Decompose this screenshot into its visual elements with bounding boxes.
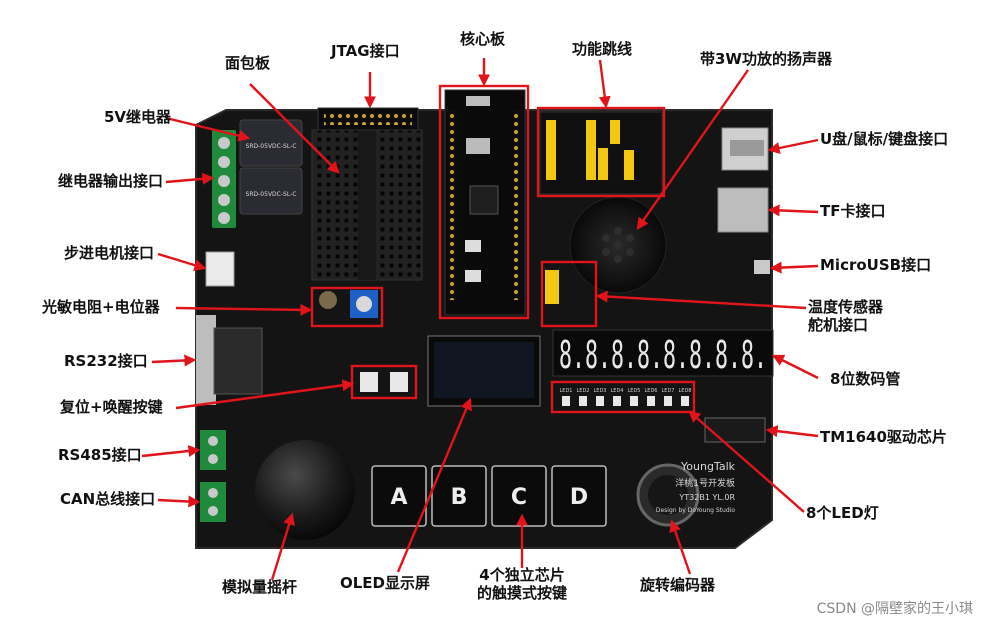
led-label: LED8 bbox=[679, 388, 692, 394]
svg-text:Design by DoYoung Studio: Design by DoYoung Studio bbox=[656, 507, 735, 514]
touch-key-c[interactable]: C bbox=[491, 465, 547, 527]
label-oled: OLED显示屏 bbox=[340, 574, 431, 592]
label-encoder: 旋转编码器 bbox=[640, 576, 716, 594]
label-can: CAN总线接口 bbox=[60, 490, 156, 508]
led-label: LED3 bbox=[594, 388, 607, 394]
svg-text:8.8.8.8.8.8.8.8.: 8.8.8.8.8.8.8.8. bbox=[559, 333, 767, 377]
label-relay-5v: 5V继电器 bbox=[104, 108, 172, 126]
touch-keys: A B C D bbox=[371, 465, 607, 527]
rs232-connector bbox=[196, 315, 216, 405]
touch-key-d[interactable]: D bbox=[551, 465, 607, 527]
label-stepper: 步进电机接口 bbox=[64, 244, 155, 262]
svg-text:洋桃1号开发板: 洋桃1号开发板 bbox=[675, 477, 735, 489]
svg-text:SRD-05VDC-SL-C: SRD-05VDC-SL-C bbox=[246, 143, 297, 150]
led bbox=[579, 396, 587, 406]
seven-seg-display bbox=[552, 329, 774, 377]
tf-slot bbox=[717, 187, 769, 233]
touch-key-label: A bbox=[390, 485, 407, 510]
photoresistor bbox=[319, 291, 337, 309]
touch-key-b[interactable]: B bbox=[431, 465, 487, 527]
servo-header bbox=[545, 270, 559, 304]
label-rs485: RS485接口 bbox=[58, 446, 142, 464]
label-led8: 8个LED灯 bbox=[806, 504, 879, 522]
label-relay-out: 继电器输出接口 bbox=[58, 172, 164, 190]
jumper-block bbox=[539, 111, 663, 195]
tm1640-chip bbox=[704, 417, 766, 443]
touch-key-a[interactable]: A bbox=[371, 465, 427, 527]
stepper-connector bbox=[205, 251, 235, 287]
label-touch-keys-line2: 的触摸式按键 bbox=[476, 584, 567, 602]
touch-key-label: D bbox=[570, 485, 588, 510]
led-label: LED7 bbox=[662, 388, 675, 394]
led-label: LED5 bbox=[628, 388, 641, 394]
label-touch-keys-line1: 4个独立芯片 bbox=[479, 566, 565, 584]
watermark: CSDN @隔壁家的王小琪 bbox=[816, 601, 973, 617]
label-photo-pot: 光敏电阻+电位器 bbox=[42, 298, 160, 316]
microusb-port bbox=[754, 260, 770, 274]
svg-text:YoungTalk: YoungTalk bbox=[680, 460, 736, 473]
label-joystick: 模拟量摇杆 bbox=[222, 578, 298, 596]
led-row: LED1 LED2 LED3 LED4 LED5 LED6 LED7 LED8 bbox=[560, 388, 692, 406]
label-temp-line1: 温度传感器 bbox=[808, 298, 884, 316]
led bbox=[562, 396, 570, 406]
svg-text:SRD-05VDC-SL-C: SRD-05VDC-SL-C bbox=[246, 191, 297, 198]
label-temp-line2: 舵机接口 bbox=[808, 316, 869, 334]
label-touch-keys: 4个独立芯片 的触摸式按键 bbox=[470, 566, 574, 602]
joystick bbox=[255, 440, 355, 540]
label-core-board: 核心板 bbox=[460, 30, 506, 48]
label-reset-wake: 复位+唤醒按键 bbox=[60, 398, 163, 416]
label-jumpers: 功能跳线 bbox=[572, 40, 633, 58]
touch-key-label: B bbox=[451, 485, 468, 510]
label-breadboard: 面包板 bbox=[225, 54, 271, 72]
label-tf: TF卡接口 bbox=[820, 202, 886, 220]
led-label: LED2 bbox=[577, 388, 590, 394]
led-label: LED4 bbox=[611, 388, 624, 394]
led bbox=[647, 396, 655, 406]
relay-5v: SRD-05VDC-SL-C SRD-05VDC-SL-C bbox=[239, 119, 303, 215]
label-microusb: MicroUSB接口 bbox=[820, 256, 932, 274]
label-speaker: 带3W功放的扬声器 bbox=[700, 50, 832, 68]
label-seg8: 8位数码管 bbox=[830, 370, 901, 388]
label-jtag: JTAG接口 bbox=[331, 42, 400, 60]
touch-key-label: C bbox=[511, 485, 527, 510]
led bbox=[613, 396, 621, 406]
led-label: LED1 bbox=[560, 388, 573, 394]
led bbox=[681, 396, 689, 406]
label-tm1640: TM1640驱动芯片 bbox=[820, 428, 947, 446]
label-usb: U盘/鼠标/键盘接口 bbox=[820, 130, 949, 148]
label-temp-servo: 温度传感器 舵机接口 bbox=[808, 298, 883, 334]
led bbox=[630, 396, 638, 406]
led-label: LED6 bbox=[645, 388, 658, 394]
label-rs232: RS232接口 bbox=[64, 352, 148, 370]
svg-text:YT32B1 YL.0R: YT32B1 YL.0R bbox=[678, 493, 735, 502]
led bbox=[664, 396, 672, 406]
relay-terminal-block bbox=[212, 130, 236, 228]
led bbox=[596, 396, 604, 406]
box-leds bbox=[550, 380, 696, 414]
